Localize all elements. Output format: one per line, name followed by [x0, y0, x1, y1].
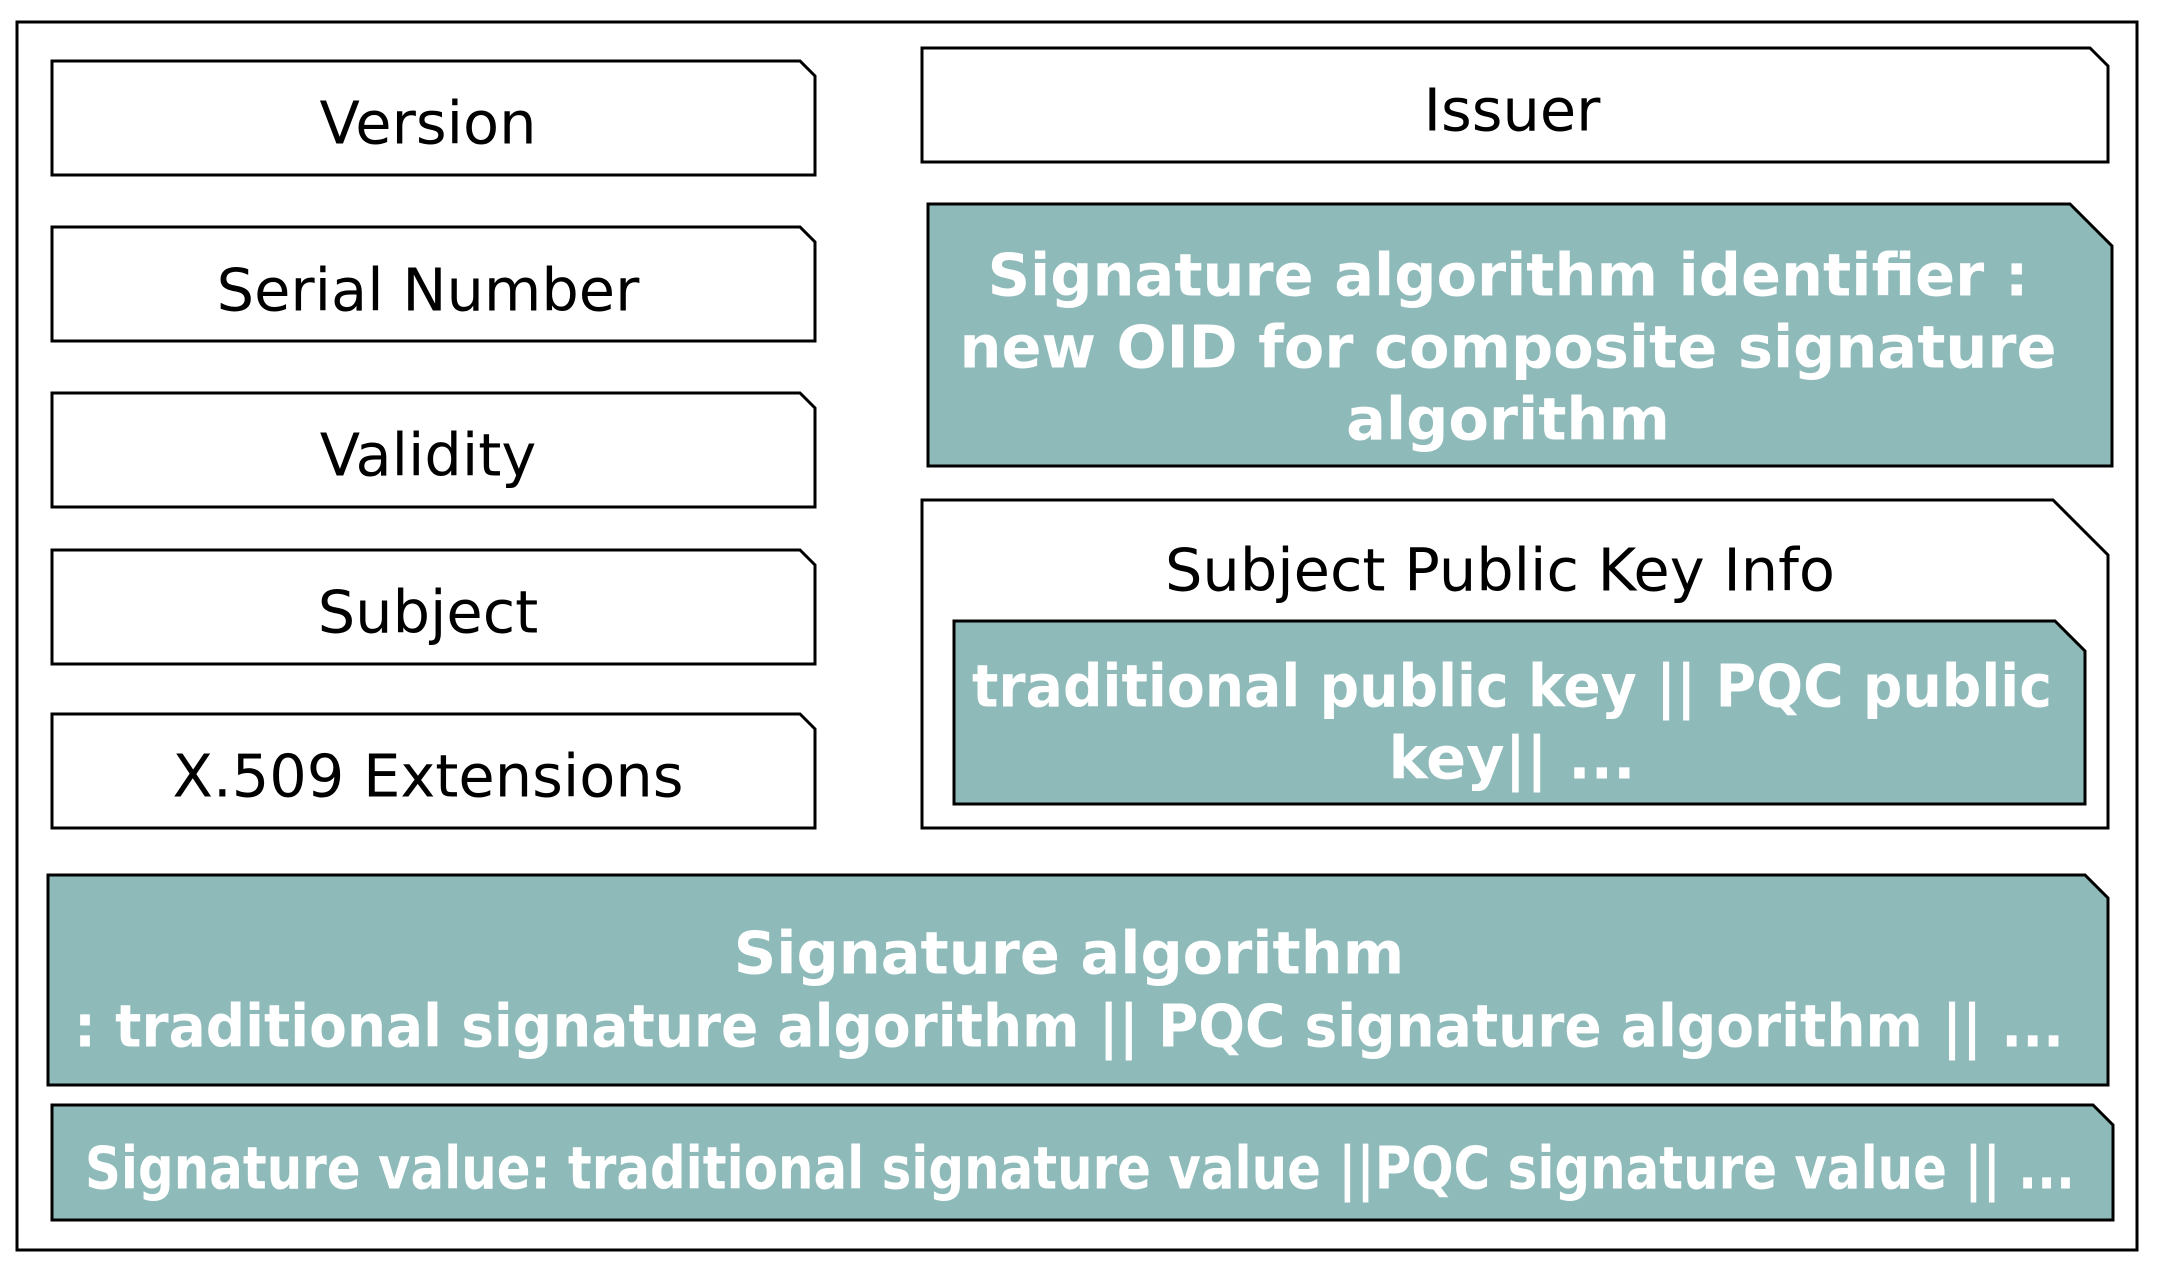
sig-alg-identifier-line2: new OID for composite signature [959, 313, 2056, 382]
signature-algorithm-field: Signature algorithm : traditional signat… [46, 873, 2110, 1087]
public-key-line1: traditional public key || PQC public [972, 652, 2052, 721]
version-label: Version [320, 89, 537, 158]
serial-number-label: Serial Number [217, 256, 640, 325]
validity-label: Validity [320, 421, 537, 490]
signature-algorithm-box [46, 873, 2110, 1087]
sig-alg-identifier-line3: algorithm [1346, 385, 1670, 454]
validity-field: Validity [50, 391, 817, 509]
signature-value-box [50, 1103, 2115, 1222]
subject-public-key-info-title: Subject Public Key Info [1165, 536, 1835, 605]
signature-algorithm-line2: : traditional signature algorithm || PQC… [74, 992, 2064, 1061]
subject-label: Subject [318, 578, 539, 647]
version-box [50, 59, 817, 177]
extensions-field: X.509 Extensions [50, 712, 817, 830]
subject-public-key-info-field: Subject Public Key Info traditional publ… [920, 498, 2110, 830]
sig-alg-identifier-field: Signature algorithm identifier : new OID… [926, 202, 2114, 468]
version-field: Version [50, 59, 817, 177]
signature-algorithm-line1: Signature algorithm [734, 919, 1404, 988]
signature-value-field: Signature value: traditional signature v… [50, 1103, 2115, 1222]
signature-value-label: Signature value: traditional signature v… [85, 1134, 2075, 1203]
issuer-label: Issuer [1424, 76, 1602, 145]
public-key-box [952, 619, 2087, 806]
subject-box [50, 548, 817, 666]
serial-number-field: Serial Number [50, 225, 817, 343]
serial-number-box [50, 225, 817, 343]
public-key-line2: key|| ... [1388, 724, 1635, 793]
sig-alg-identifier-box [926, 202, 2114, 468]
extensions-label: X.509 Extensions [173, 742, 684, 811]
sig-alg-identifier-line1: Signature algorithm identifier : [988, 241, 2029, 310]
issuer-box [920, 46, 2110, 164]
subject-field: Subject [50, 548, 817, 666]
issuer-field: Issuer [920, 46, 2110, 164]
extensions-box [50, 712, 817, 830]
validity-box [50, 391, 817, 509]
